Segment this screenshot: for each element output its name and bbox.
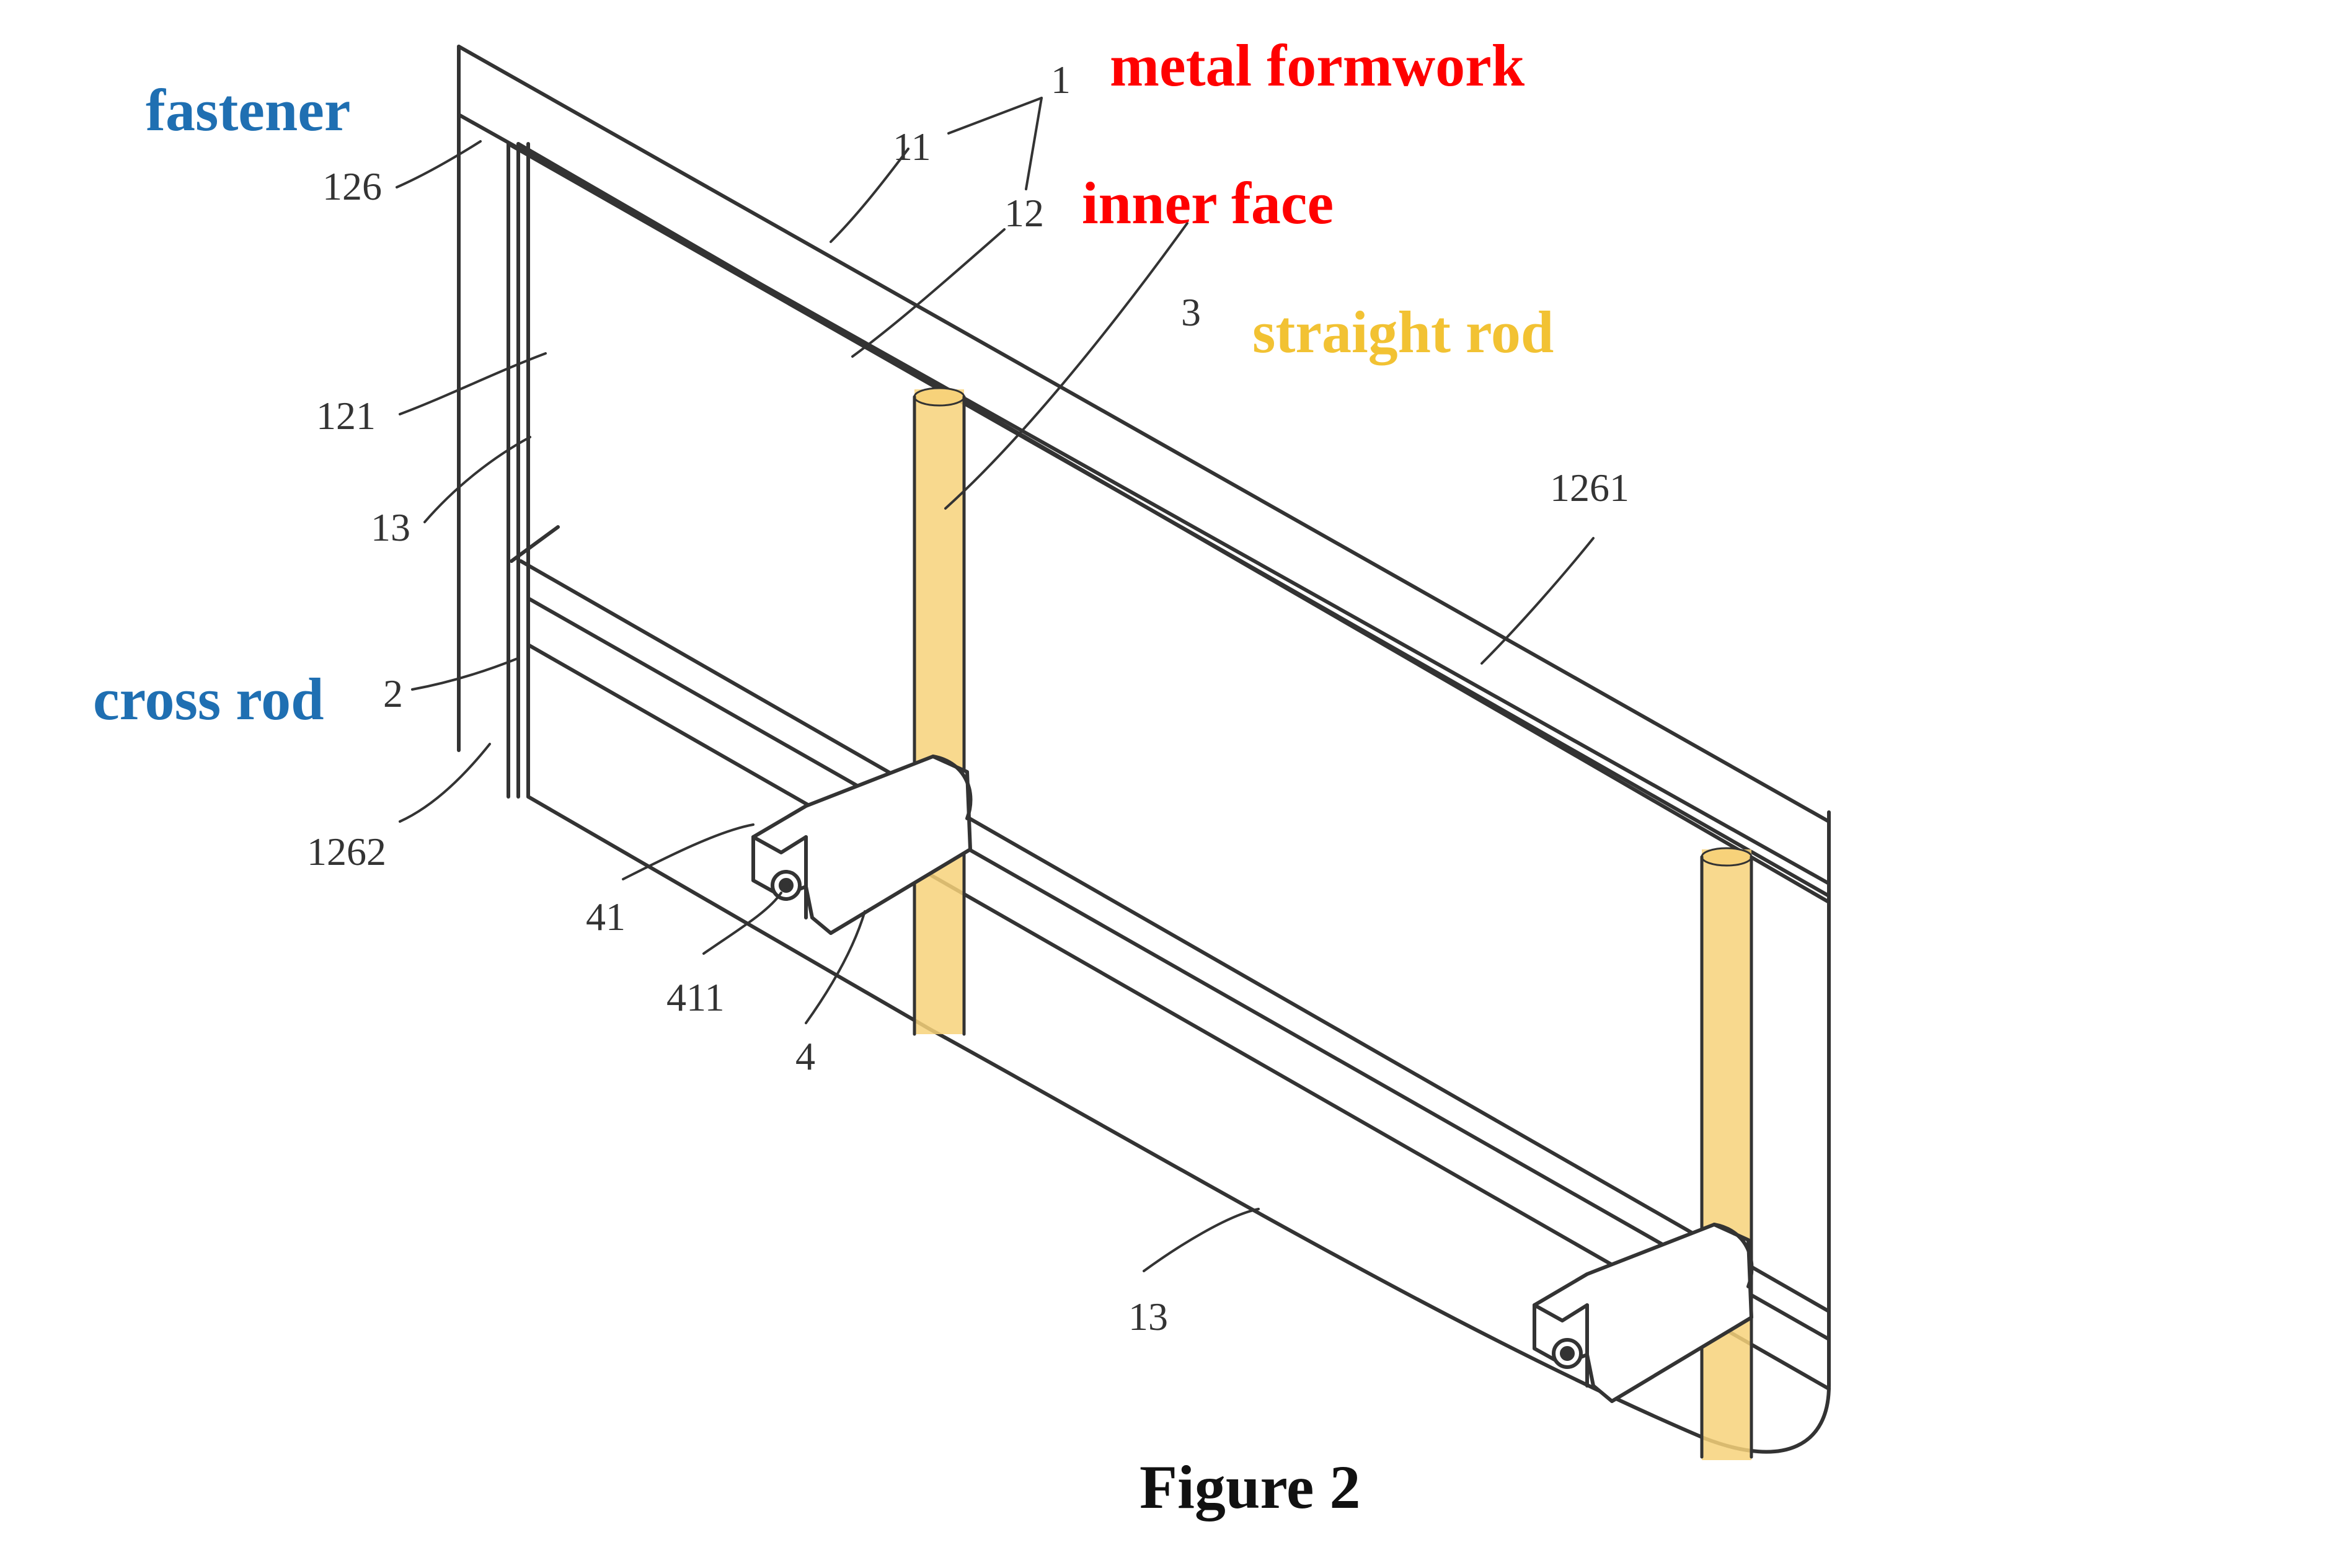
term-labels: metal formwork inner face straight rod f… <box>93 32 1554 732</box>
label-fastener: fastener <box>146 77 351 143</box>
straight-rod-2-highlight <box>1702 849 1751 1460</box>
leader-lines <box>396 97 1595 1272</box>
numeral-41: 41 <box>586 895 626 939</box>
numeral-1: 1 <box>1051 58 1071 102</box>
numeral-411: 411 <box>666 975 725 1019</box>
straight-rod-1-top <box>913 387 965 407</box>
numeral-12: 12 <box>1004 191 1044 235</box>
numeral-1261: 1261 <box>1550 466 1629 510</box>
numeral-1262: 1262 <box>307 830 386 874</box>
numeral-4: 4 <box>795 1034 815 1078</box>
formwork-panel <box>457 45 1831 1454</box>
label-cross-rod: cross rod <box>93 666 324 732</box>
reference-numerals: 1 11 12 126 121 13 3 1261 2 1262 41 411 … <box>307 58 1629 1339</box>
clamp-bracket-1 <box>751 755 973 935</box>
clamp-bracket-2 <box>1533 1223 1754 1403</box>
numeral-2: 2 <box>383 671 403 715</box>
numeral-13-lower: 13 <box>1128 1295 1168 1339</box>
straight-rod-1 <box>913 387 966 1036</box>
numeral-121: 121 <box>316 394 376 438</box>
straight-rod-1-highlight <box>914 389 964 1034</box>
numeral-3: 3 <box>1181 290 1201 334</box>
numeral-13-upper: 13 <box>371 505 410 549</box>
label-straight-rod: straight rod <box>1252 299 1554 365</box>
numeral-11: 11 <box>893 125 931 169</box>
straight-rod-2-top <box>1701 847 1753 867</box>
label-inner-face: inner face <box>1082 170 1334 236</box>
straight-rod-2 <box>1700 847 1753 1460</box>
label-metal-formwork: metal formwork <box>1110 32 1525 99</box>
figure-caption: Figure 2 <box>1140 1453 1360 1521</box>
numeral-126: 126 <box>322 164 382 208</box>
